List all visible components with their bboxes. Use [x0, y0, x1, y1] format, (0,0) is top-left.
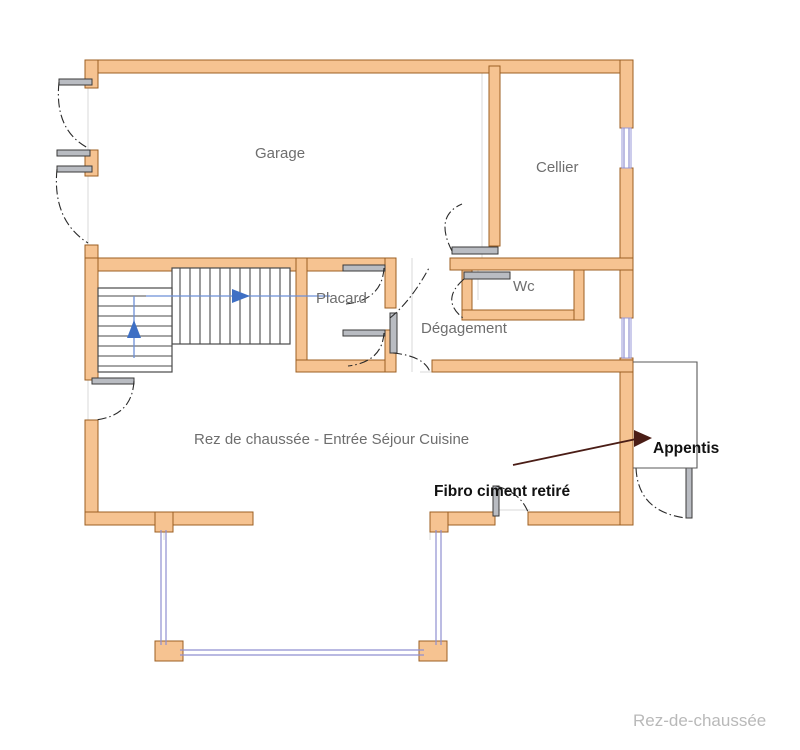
terrace-railing: [154, 511, 449, 662]
door-wc: [451, 271, 511, 319]
door-bottom-opening: [492, 485, 529, 517]
stair-direction-arrow-horizontal: [146, 289, 330, 303]
annotation-appentis: Appentis: [512, 430, 719, 466]
window-right-lower: [621, 317, 632, 359]
door-entry-sejour: [91, 377, 135, 421]
window-cellier-upper: [621, 127, 632, 169]
room-label-wc: Wc: [513, 278, 535, 295]
door-degagement: [389, 312, 431, 373]
appentis-outline: [633, 361, 698, 469]
room-label-degagement: Dégagement: [421, 320, 508, 337]
door-placard-upper: [342, 264, 386, 305]
doors: [55, 78, 693, 519]
annotation-fibro: Fibro ciment retiré: [434, 483, 570, 500]
door-placard-lower: [342, 329, 386, 367]
room-label-placard: Placard: [316, 290, 367, 307]
stair-direction-arrow-vertical: [127, 296, 141, 358]
room-label-cellier: Cellier: [536, 159, 579, 176]
door-cellier: [444, 203, 499, 255]
room-label-garage: Garage: [255, 145, 305, 162]
room-label-sejour: Rez de chaussée - Entrée Séjour Cuisine: [194, 431, 469, 448]
exterior-windows: [621, 127, 632, 359]
annotation-label-fibro: Fibro ciment retiré: [434, 483, 570, 500]
staircase: [97, 267, 330, 373]
door-appentis: [635, 467, 693, 519]
plan-caption: Rez-de-chaussée: [633, 711, 766, 730]
door-garage-lower: [55, 165, 93, 244]
annotation-label-appentis: Appentis: [653, 440, 719, 457]
door-leaf-pier: [56, 149, 91, 157]
door-garage-upper: [57, 78, 93, 149]
door-degagement-arc-2: [389, 265, 431, 319]
